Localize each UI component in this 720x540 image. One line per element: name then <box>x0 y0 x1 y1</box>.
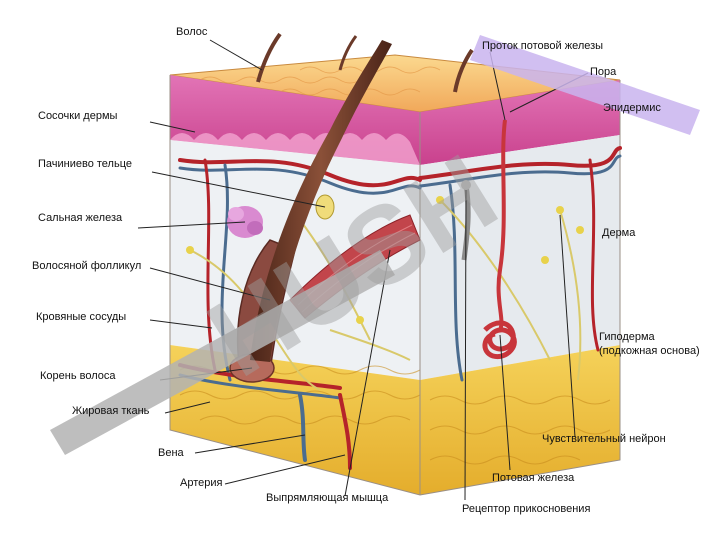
leader-lines <box>137 39 589 501</box>
label-hair: Волос <box>176 26 208 38</box>
label-hypodermis: Гиподерма <box>599 331 655 343</box>
label-hypodermis-sub: (подкожная основа) <box>599 345 700 357</box>
dermal-papillae-front <box>170 133 420 165</box>
front-hypodermis <box>170 345 420 495</box>
sweat-duct <box>496 119 507 331</box>
hair-tip-right <box>453 48 474 93</box>
label-dermis: Дерма <box>602 227 636 239</box>
right-epidermis <box>420 80 620 165</box>
watermark <box>50 35 700 455</box>
label-pore: Пора <box>590 66 617 78</box>
block-edges <box>169 75 621 496</box>
label-blood-vessels: Кровяные сосуды <box>36 311 127 323</box>
right-hypodermis <box>420 345 620 495</box>
hair-shaft <box>250 40 392 362</box>
label-sweat-gland: Потовая железа <box>492 472 575 484</box>
label-vein: Вена <box>158 447 184 459</box>
label-dermal-papillae: Сосочки дермы <box>38 110 118 122</box>
label-hair-root: Корень волоса <box>40 370 116 382</box>
sweat-gland <box>482 320 517 360</box>
touch-receptor <box>461 180 471 261</box>
label-epidermis: Эпидермис <box>603 102 661 114</box>
label-arrector-muscle: Выпрямляющая мышца <box>266 492 389 504</box>
label-sebaceous-gland: Сальная железа <box>38 212 123 224</box>
label-touch-receptor: Рецептор прикосновения <box>462 503 591 515</box>
hair-tip-left <box>256 32 282 83</box>
label-artery: Артерия <box>180 477 223 489</box>
label-pacinian-corpuscle: Пачиниево тельце <box>38 158 132 170</box>
label-sweat-duct: Проток потовой железы <box>482 40 604 52</box>
label-hair-follicle: Волосяной фолликул <box>32 260 142 272</box>
right-dermis <box>420 135 620 380</box>
fat-cells-right <box>429 395 611 465</box>
hair-tip-mid <box>338 35 358 71</box>
label-sensory-neuron: Чувствительный нейрон <box>542 433 666 445</box>
label-fat-tissue: Жировая ткань <box>72 405 150 417</box>
